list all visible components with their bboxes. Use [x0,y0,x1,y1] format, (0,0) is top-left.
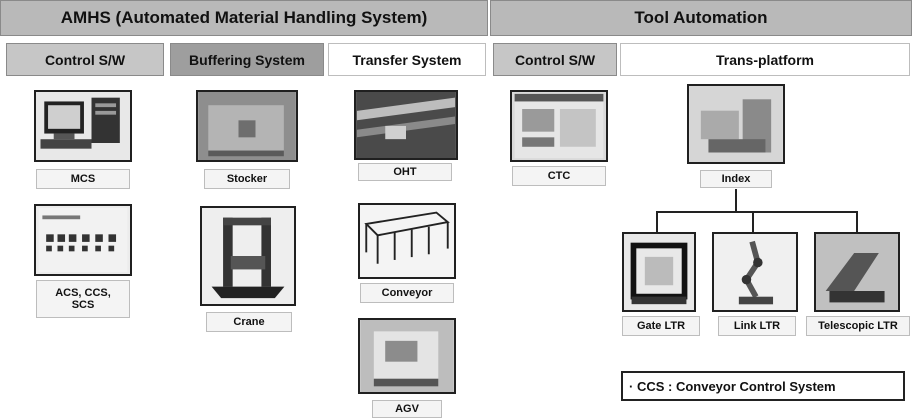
conveyor-image [358,203,456,279]
oht-label: OHT [358,163,452,181]
ctc-screen-image [510,90,608,162]
ltr-connector-horizontal [656,211,858,213]
gate-ltr-connector [656,211,658,233]
index-image [687,84,785,164]
agv-image [358,318,456,394]
conveyor-label: Conveyor [360,283,454,303]
link-ltr-connector [752,211,754,233]
tool-control-sw-header: Control S/W [493,43,617,76]
gate-ltr-image [622,232,696,312]
index-connector-vertical [735,189,737,212]
ccs-footnote: · CCS : Conveyor Control System [621,371,905,401]
crane-label: Crane [206,312,292,332]
amhs-header: AMHS (Automated Material Handling System… [0,0,488,36]
telescopic-ltr-label: Telescopic LTR [806,316,910,336]
oht-image [354,90,458,160]
link-ltr-label: Link LTR [718,316,796,336]
telescopic-ltr-connector [856,211,858,233]
trans-platform-header: Trans-platform [620,43,910,76]
crane-image [200,206,296,306]
ctc-label: CTC [512,166,606,186]
buffering-system-header: Buffering System [170,43,324,76]
amhs-control-sw-header: Control S/W [6,43,164,76]
acs-ccs-scs-label: ACS, CCS, SCS [36,280,130,318]
link-ltr-image [712,232,798,312]
telescopic-ltr-image [814,232,900,312]
acs-ccs-scs-screen-image [34,204,132,276]
transfer-system-header: Transfer System [328,43,486,76]
stocker-label: Stocker [204,169,290,189]
mcs-label: MCS [36,169,130,189]
tool-automation-header: Tool Automation [490,0,912,36]
gate-ltr-label: Gate LTR [622,316,700,336]
index-label: Index [700,170,772,188]
agv-label: AGV [372,400,442,418]
mcs-computer-image [34,90,132,162]
stocker-image [196,90,298,162]
